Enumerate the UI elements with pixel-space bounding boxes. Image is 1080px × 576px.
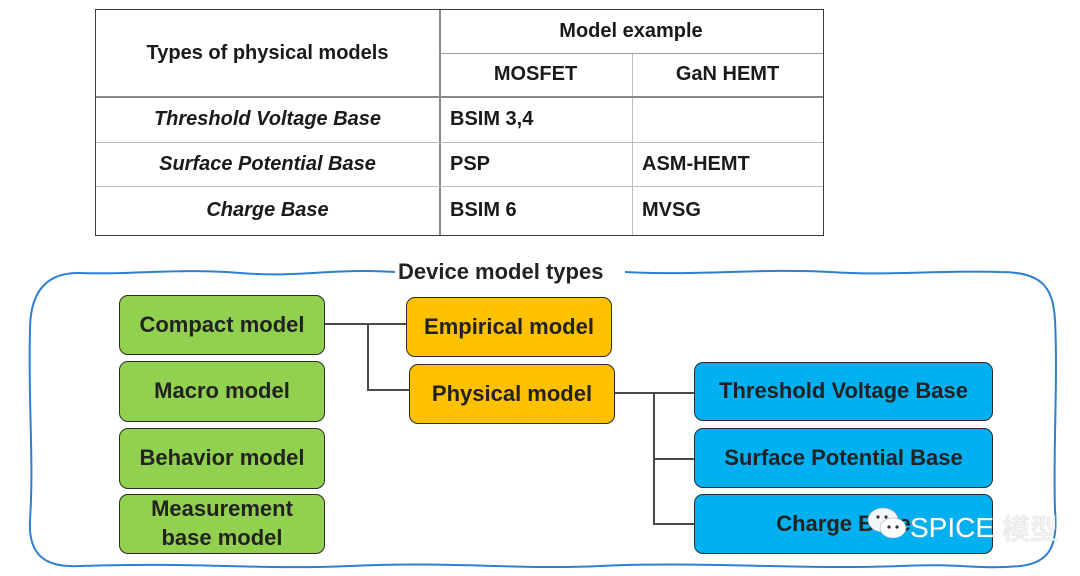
diagram-title: Device model types [395, 259, 607, 285]
physical-models-table: Types of physical models Model example M… [95, 9, 824, 236]
row-gan: MVSG [642, 199, 701, 221]
compact-model-box: Compact model [119, 295, 325, 355]
row-type: Charge Base [206, 199, 329, 221]
connector [653, 458, 695, 460]
connector [367, 323, 369, 391]
row-type: Surface Potential Base [159, 152, 376, 175]
threshold-voltage-base-box: Threshold Voltage Base [694, 362, 993, 421]
connector [325, 323, 408, 325]
macro-model-box: Macro model [119, 361, 325, 422]
row-mosfet: BSIM 6 [450, 199, 517, 221]
header-model-example: Model example [559, 20, 703, 42]
watermark-text-cn: 模型 [1002, 513, 1059, 545]
surface-potential-base-box: Surface Potential Base [694, 428, 993, 488]
header-mosfet: MOSFET [493, 63, 578, 85]
behavior-model-box: Behavior model [119, 428, 325, 489]
row-type: Threshold Voltage Base [153, 107, 382, 130]
connector [653, 523, 695, 525]
physical-model-box: Physical model [409, 364, 615, 424]
header-gan-hemt: GaN HEMT [675, 63, 780, 85]
empirical-model-box: Empirical model [406, 297, 612, 357]
header-types: Types of physical models [146, 41, 389, 64]
connector [615, 392, 695, 394]
wechat-icon [866, 506, 910, 549]
row-mosfet: PSP [450, 152, 491, 175]
connector [367, 389, 410, 391]
row-mosfet: BSIM 3,4 [450, 107, 534, 130]
row-gan: ASM-HEMT [642, 152, 750, 175]
watermark: SPICE 模型 [866, 506, 1058, 549]
measurement-base-model-box: Measurement base model [119, 494, 325, 554]
watermark-text: SPICE [910, 511, 995, 543]
